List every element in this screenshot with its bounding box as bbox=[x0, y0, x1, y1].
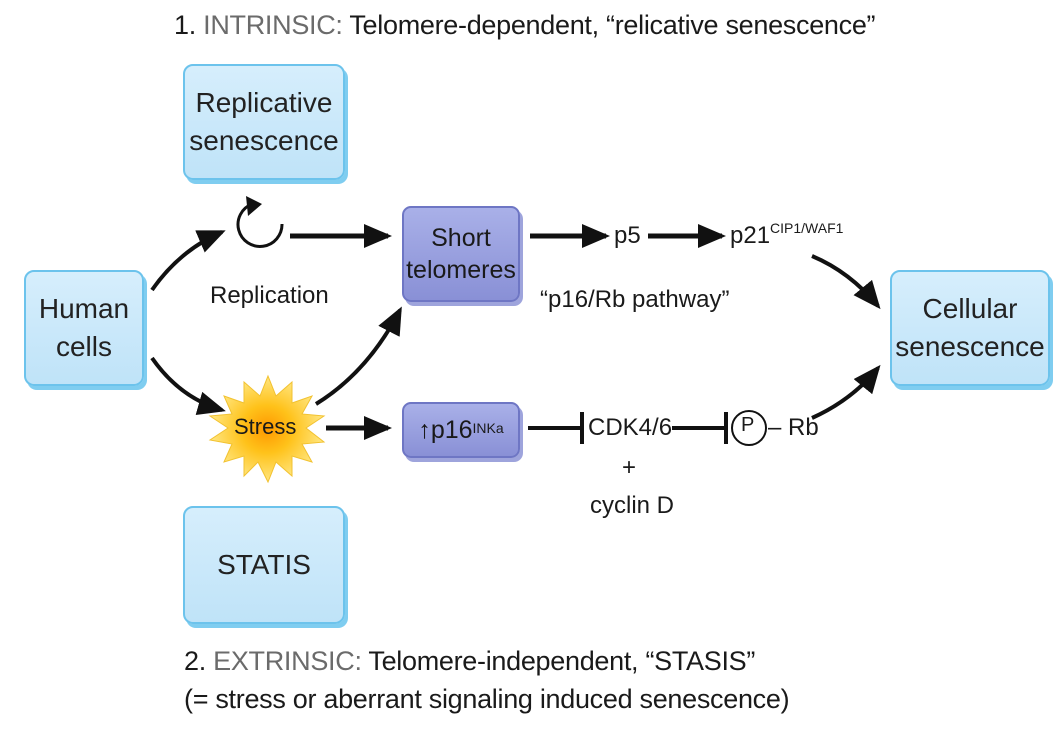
short-telomeres-box: Short telomeres bbox=[402, 206, 520, 302]
extrinsic-note: (= stress or aberrant signaling induced … bbox=[184, 684, 790, 714]
phospho-circle bbox=[731, 410, 767, 446]
rb-label: – Rb bbox=[768, 414, 819, 441]
cellular-senescence-box: Cellular senescence bbox=[890, 270, 1050, 386]
replicative-senescence-box: Replicative senescence bbox=[183, 64, 345, 180]
p21-sup: CIP1/WAF1 bbox=[770, 220, 844, 236]
cyclin-label: cyclin D bbox=[590, 492, 675, 519]
replicative-line1: Replicative bbox=[195, 87, 333, 118]
replicative-line2: senescence bbox=[189, 125, 339, 156]
intrinsic-number: 1. bbox=[174, 10, 196, 40]
statis-label: STATIS bbox=[217, 549, 311, 580]
statis-box: STATIS bbox=[183, 506, 345, 624]
extrinsic-number: 2. bbox=[184, 646, 206, 676]
pathway-label: “p16/Rb pathway” bbox=[540, 286, 730, 313]
extrinsic-text: Telomere-independent, “STASIS” bbox=[368, 646, 756, 676]
p21-base: p21 bbox=[730, 222, 771, 249]
human-cells-box: Human cells bbox=[24, 270, 144, 386]
p16-box: ↑p16INKa bbox=[402, 402, 520, 458]
arrow-human-to-stress bbox=[150, 356, 226, 415]
plus-label: + bbox=[622, 454, 637, 481]
arrow-rb-to-cellular bbox=[811, 364, 881, 420]
short-line1: Short bbox=[431, 224, 491, 252]
human-line1: Human bbox=[38, 293, 130, 324]
cellular-line2: senescence bbox=[895, 331, 1045, 362]
short-line2: telomeres bbox=[406, 256, 516, 284]
stress-label: Stress bbox=[234, 414, 297, 439]
cdk-label: CDK4/6 bbox=[588, 414, 673, 441]
p16-base: p16 bbox=[430, 416, 473, 444]
extrinsic-keyword: EXTRINSIC: bbox=[213, 646, 362, 676]
extrinsic-caption: 2. EXTRINSIC: Telomere-independent, “STA… bbox=[184, 646, 755, 677]
human-line2: cells bbox=[55, 331, 112, 362]
up-arrow-icon: ↑ bbox=[418, 416, 431, 444]
arrow-human-to-replication bbox=[150, 230, 226, 292]
intrinsic-keyword: INTRINSIC: bbox=[203, 10, 343, 40]
p5-label: p5 bbox=[614, 222, 641, 249]
phospho-label: P bbox=[741, 414, 755, 436]
p21-label: p21CIP1/WAF1 bbox=[730, 220, 844, 250]
intrinsic-text: Telomere-dependent, “relicative senescen… bbox=[349, 10, 876, 40]
replication-label: Replication bbox=[210, 282, 329, 309]
arrow-stress-to-short bbox=[314, 306, 402, 406]
stress-burst-icon bbox=[208, 374, 326, 484]
arrow-p21-to-cellular bbox=[811, 254, 881, 310]
p16-sup: INKa bbox=[472, 420, 504, 436]
intrinsic-caption: 1. INTRINSIC: Telomere-dependent, “relic… bbox=[174, 10, 876, 41]
replication-cycle-icon bbox=[236, 202, 284, 248]
cellular-line1: Cellular bbox=[922, 293, 1018, 324]
